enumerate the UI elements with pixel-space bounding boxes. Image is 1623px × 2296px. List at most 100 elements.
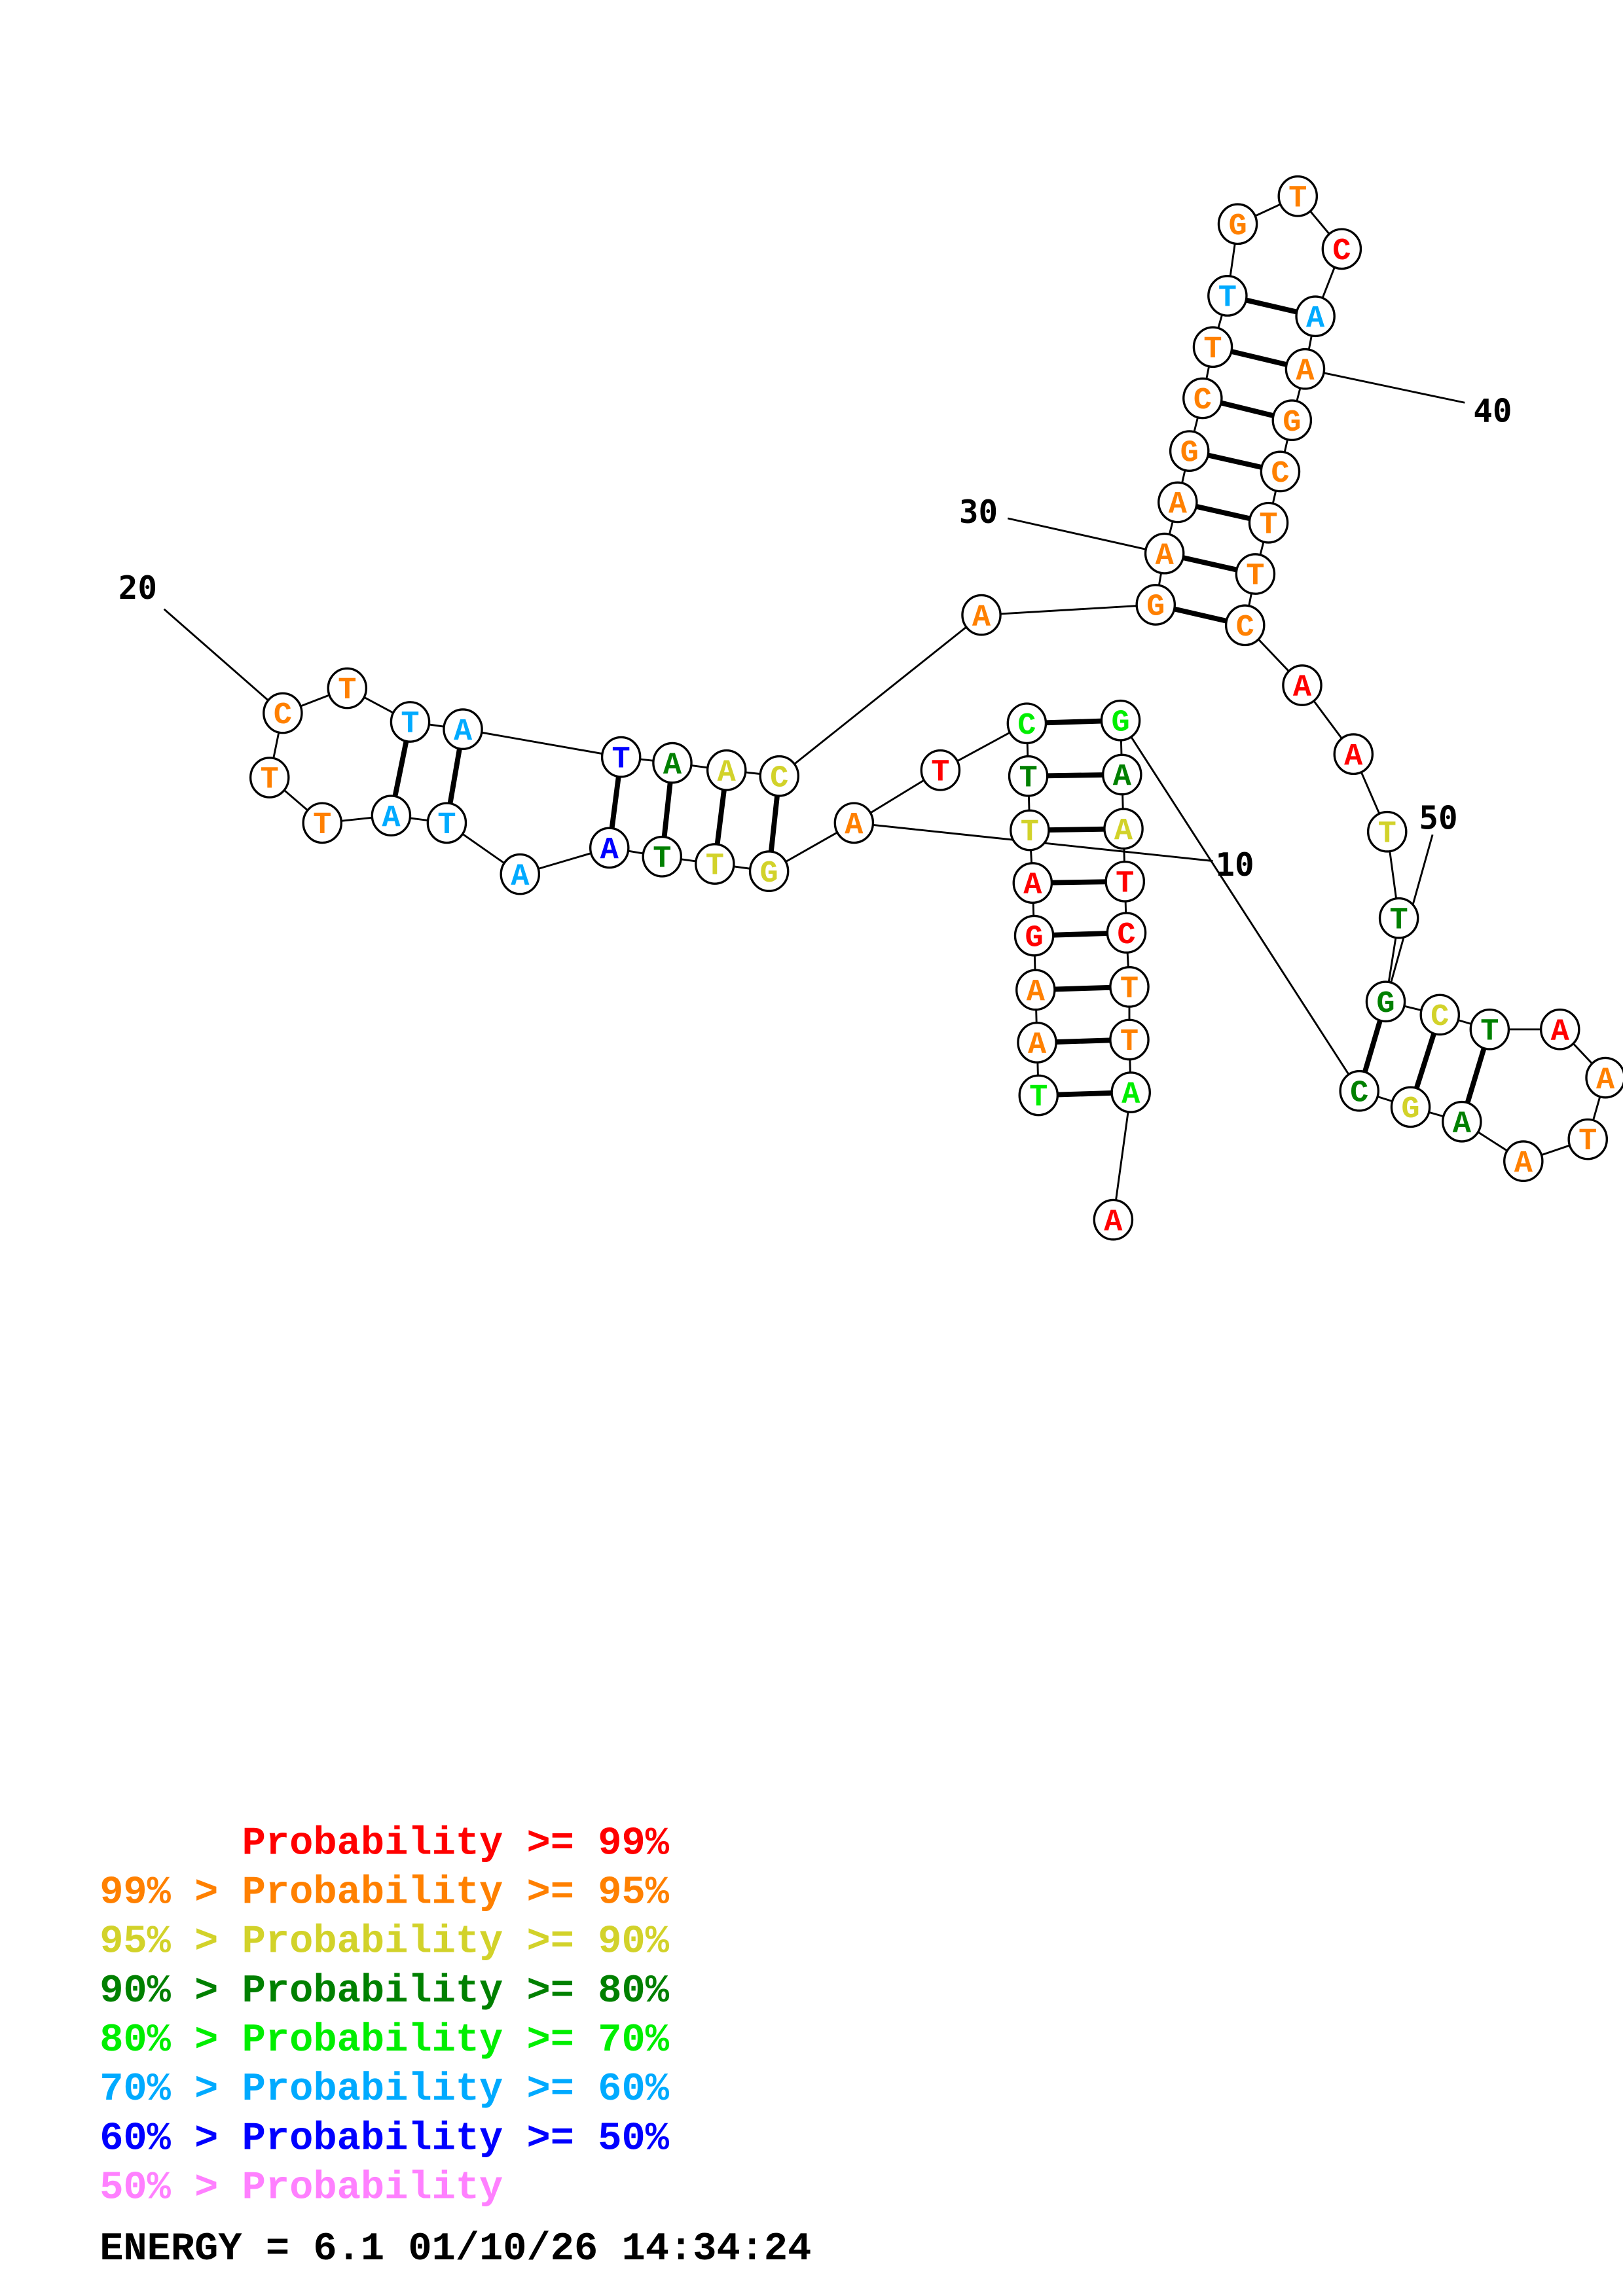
nucleotide-letter: G — [1180, 437, 1199, 471]
nucleotide-letter: A — [1596, 1063, 1615, 1098]
nucleotide: A — [706, 749, 747, 791]
nucleotide-circle — [1109, 966, 1150, 1008]
nucleotide-letter: A — [1122, 1078, 1140, 1113]
backbone-link — [462, 728, 621, 759]
nucleotide-circle — [1103, 808, 1144, 850]
legend-prefix: 95% > — [100, 1920, 242, 1965]
nucleotide-circle — [1169, 430, 1210, 472]
nucleotide: T — [1207, 275, 1248, 317]
legend-prefix: 50% > — [100, 2166, 242, 2211]
nucleotide: T — [1248, 501, 1289, 544]
nucleotide-circle — [1503, 1140, 1544, 1183]
nucleotide-circle — [426, 802, 467, 844]
nucleotide: G — [748, 850, 790, 893]
nucleotide: G — [1100, 699, 1141, 742]
nucleotide-circle — [390, 701, 431, 743]
nucleotide: T — [1277, 175, 1319, 217]
nucleotide-letter: T — [1019, 761, 1038, 796]
nucleotide-letter: T — [1378, 817, 1396, 852]
nucleotide: A — [961, 594, 1002, 636]
nucleotide-circle — [1469, 1008, 1510, 1050]
nucleotide-circle — [263, 692, 303, 734]
position-label: 50 — [1419, 798, 1457, 836]
nucleotide: A — [833, 802, 875, 844]
nucleotide: A — [1333, 733, 1374, 776]
nucleotide: T — [1192, 326, 1233, 368]
legend-entry: 99% > Probability >= 95% — [100, 1871, 670, 1916]
nucleotide-letter: A — [1028, 1028, 1047, 1063]
nucleotide-circle — [1192, 326, 1233, 368]
nucleotide-letter: T — [612, 742, 630, 777]
legend-entry: Probability >= 99% — [100, 1821, 670, 1866]
nucleotide-letter: T — [338, 673, 356, 708]
nucleotide-letter: T — [313, 808, 331, 843]
nucleotide-letter: G — [1025, 921, 1043, 956]
legend-label: Probability >= 90% — [242, 1920, 670, 1965]
nucleotide-circle — [1158, 481, 1198, 524]
nucleotide: C — [263, 692, 303, 734]
position-label-line — [1007, 517, 1165, 555]
nucleotide: G — [1390, 1086, 1431, 1128]
nucleotide: G — [1169, 430, 1210, 472]
nucleotide-letter: A — [1023, 869, 1042, 903]
nucleotide-circle — [1365, 980, 1406, 1023]
legend-prefix: 99% > — [100, 1871, 242, 1916]
nucleotide-letter: T — [261, 763, 279, 798]
nucleotide-circle — [920, 749, 961, 791]
nucleotide: T — [1109, 966, 1150, 1008]
nucleotide: A — [1585, 1056, 1623, 1099]
nucleotide-letter: C — [1332, 234, 1351, 269]
nucleotide-circle — [1333, 733, 1374, 776]
legend-entry: 90% > Probability >= 80% — [100, 1969, 670, 2014]
nucleotide-letter: G — [1376, 987, 1395, 1022]
legend-prefix: 60% > — [100, 2117, 242, 2161]
legend-label: Probability >= 60% — [242, 2068, 670, 2112]
nucleotide: A — [1503, 1140, 1544, 1183]
nucleotide-letter: T — [1259, 508, 1277, 543]
nucleotide-letter: T — [1218, 281, 1237, 316]
nucleotide-letter: G — [1111, 706, 1129, 740]
nucleotide-letter: T — [1116, 867, 1134, 901]
nucleotide-letter: G — [760, 857, 778, 891]
nucleotide-letter: G — [1283, 406, 1301, 440]
nucleotide-letter: A — [1453, 1107, 1472, 1141]
nucleotide: T — [642, 835, 683, 878]
nucleotide-letter: T — [1120, 1025, 1139, 1060]
position-label: 10 — [1215, 846, 1254, 884]
nucleotide: C — [1182, 377, 1223, 420]
nucleotide-circle — [1018, 1074, 1059, 1117]
nucleotide: T — [600, 736, 642, 778]
nucleotide: C — [759, 755, 800, 797]
nucleotide-circle — [652, 742, 693, 784]
nucleotide-letter: T — [653, 842, 671, 876]
nucleotide-letter: T — [1480, 1014, 1499, 1049]
legend-entry: 80% > Probability >= 70% — [100, 2018, 670, 2063]
nucleotide: C — [1006, 702, 1048, 745]
nucleotide: T — [426, 802, 467, 844]
nucleotide: T — [1235, 553, 1276, 595]
nucleotide-letter: C — [770, 761, 788, 796]
nucleotide-letter: T — [1390, 903, 1408, 938]
nucleotide-circle — [695, 843, 735, 885]
nucleotide-circle — [1295, 295, 1336, 338]
backbone-link — [1120, 719, 1360, 1092]
nucleotide-circle — [249, 757, 290, 798]
nucleotide-letter: C — [1350, 1076, 1368, 1111]
nucleotide-letter: A — [663, 748, 682, 783]
nucleotide-letter: T — [401, 708, 419, 742]
nucleotide: T — [1469, 1008, 1510, 1050]
nucleotide: A — [443, 708, 483, 751]
nucleotide: T — [1008, 755, 1049, 797]
backbone-link — [981, 603, 1156, 617]
nucleotide: T — [920, 749, 961, 791]
nucleotide: A — [1093, 1198, 1134, 1241]
nucleotide-circle — [1102, 753, 1142, 796]
legend-label: Probability >= 99% — [242, 1821, 670, 1866]
legend-entry: 70% > Probability >= 60% — [100, 2068, 670, 2112]
nucleotide: A — [500, 853, 541, 895]
nucleotide: T — [1104, 860, 1146, 903]
nucleotide-circle — [443, 708, 483, 751]
nucleotide: T — [1366, 810, 1408, 853]
nucleotide-circle — [1006, 702, 1048, 745]
